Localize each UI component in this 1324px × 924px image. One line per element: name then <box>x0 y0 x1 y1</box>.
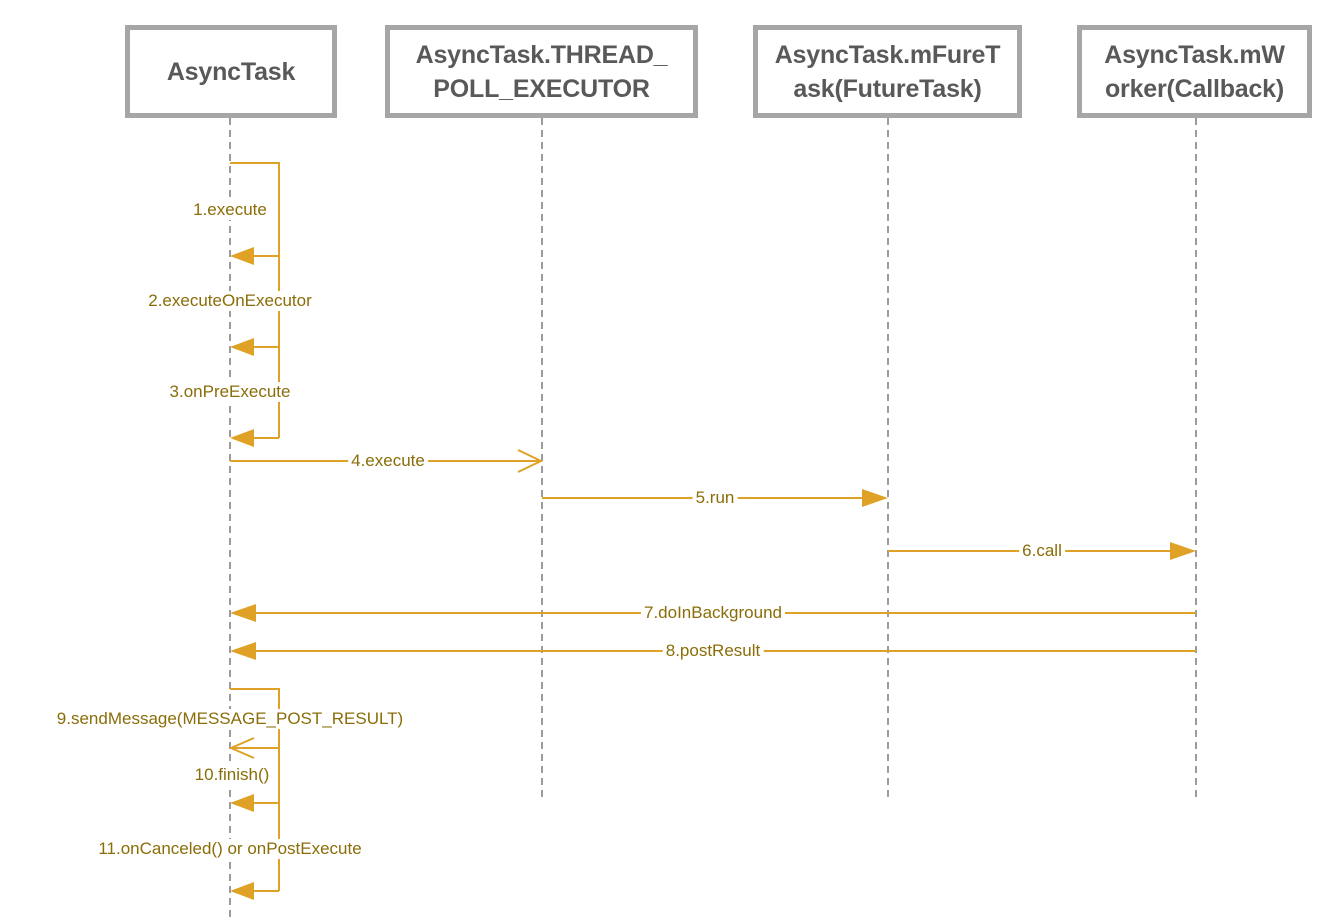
message-6-arrowhead <box>1170 542 1196 560</box>
participant-label: AsyncTask.THREAD_ <box>415 40 668 69</box>
message-2-arrowhead <box>230 338 254 356</box>
message-8-arrowhead <box>230 642 256 660</box>
message-3-arrowhead <box>230 429 254 447</box>
participant-box-asynctask: AsyncTask <box>125 25 337 118</box>
message-9-arrowhead <box>228 737 255 759</box>
message-4-arrowhead <box>517 449 544 473</box>
message-label-1: 1.execute <box>190 200 270 220</box>
message-label-5: 5.run <box>692 488 738 508</box>
message-label-3: 3.onPreExecute <box>166 382 294 402</box>
participant-label: orker(Callback) <box>1104 74 1285 103</box>
message-label-4: 4.execute <box>348 451 428 471</box>
message-10-arrowhead <box>230 794 254 812</box>
participant-box-mworker: AsyncTask.mW orker(Callback) <box>1077 25 1312 118</box>
participant-label: POLL_EXECUTOR <box>433 74 650 103</box>
participant-box-mfuretask: AsyncTask.mFureT ask(FutureTask) <box>753 25 1022 118</box>
message-7-arrowhead <box>230 604 256 622</box>
message-11-arrowhead <box>230 882 254 900</box>
message-label-6: 6.call <box>1019 541 1065 561</box>
message-5-arrowhead <box>862 489 888 507</box>
message-label-10: 10.finish() <box>191 765 273 785</box>
participant-label: AsyncTask.mW <box>1104 40 1285 69</box>
message-label-7: 7.doInBackground <box>641 603 785 623</box>
participant-box-thread-poll-executor: AsyncTask.THREAD_ POLL_EXECUTOR <box>385 25 698 118</box>
message-label-11: 11.onCanceled() or onPostExecute <box>95 839 365 859</box>
participant-label: AsyncTask <box>166 57 296 86</box>
participant-label: AsyncTask.mFureT <box>774 40 1001 69</box>
participant-label: ask(FutureTask) <box>793 74 982 103</box>
message-label-2: 2.executeOnExecutor <box>145 291 315 311</box>
message-1-arrowhead <box>230 247 254 265</box>
self-message-bracket-bottom <box>230 688 280 891</box>
message-label-8: 8.postResult <box>662 641 764 661</box>
message-label-9: 9.sendMessage(MESSAGE_POST_RESULT) <box>53 709 407 729</box>
